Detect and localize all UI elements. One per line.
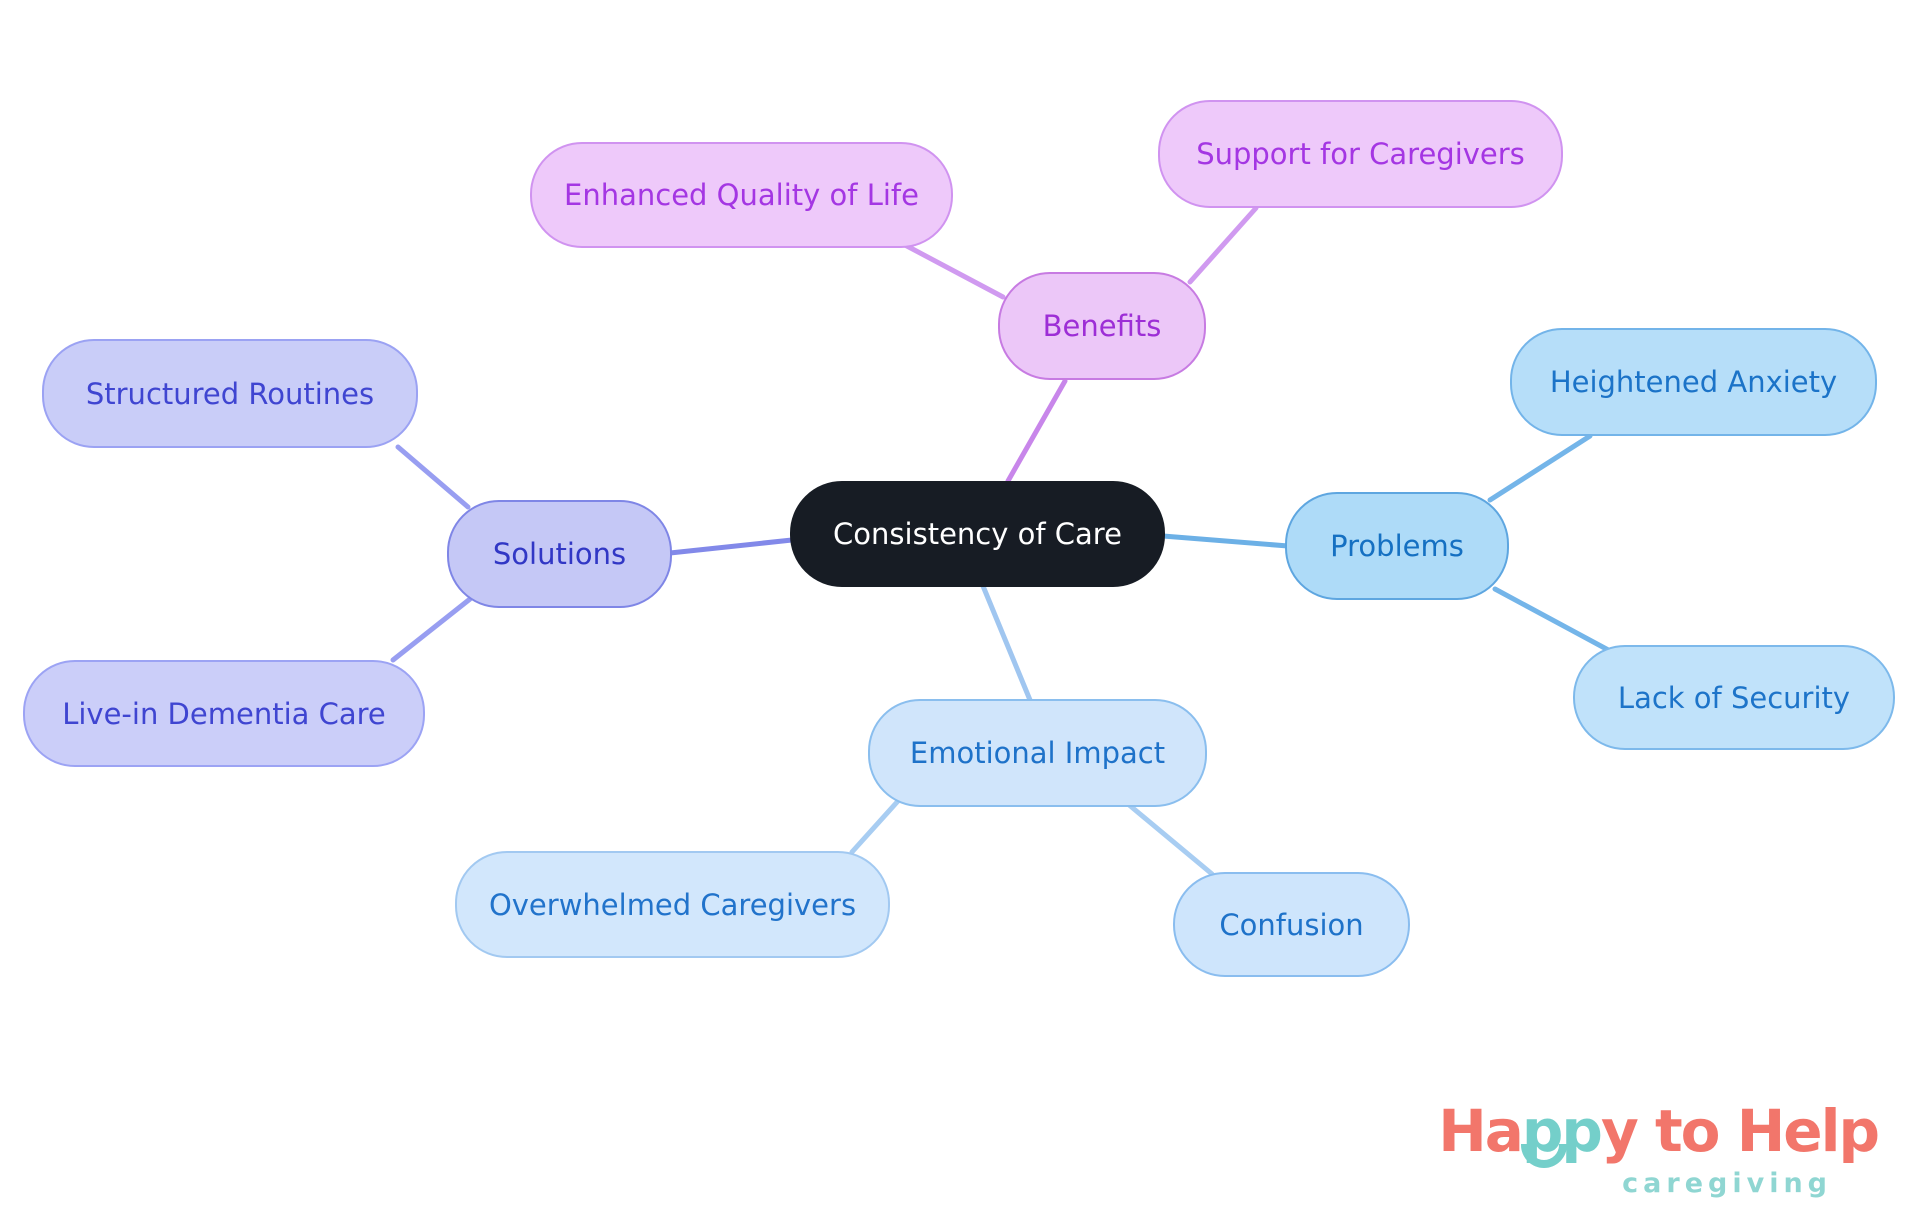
node-consistency-of-care: Consistency of Care [790, 481, 1165, 587]
edge-emotional-impact-confusion [1119, 796, 1215, 877]
edge-center-problems [1160, 533, 1291, 549]
node-lack-of-security: Lack of Security [1573, 645, 1895, 750]
edge-center-solutions [667, 537, 795, 556]
node-structured-routines: Structured Routines [42, 339, 418, 448]
edge-center-emotional-impact [980, 583, 1033, 703]
node-emotional-impact: Emotional Impact [868, 699, 1207, 807]
edge-problems-heightened-anxiety [1487, 433, 1593, 503]
edge-problems-lack-of-security [1492, 586, 1615, 655]
edge-center-benefits [1005, 378, 1068, 484]
node-support-for-caregivers: Support for Caregivers [1158, 100, 1563, 208]
edge-emotional-impact-overwhelmed-caregivers [849, 798, 901, 855]
node-overwhelmed-caregivers: Overwhelmed Caregivers [455, 851, 890, 958]
node-problems: Problems [1285, 492, 1509, 600]
edge-solutions-structured-routines [395, 444, 471, 510]
logo-word-pp: pp [1520, 1099, 1603, 1168]
edge-solutions-live-in-dementia-care [390, 596, 473, 663]
edge-benefits-enhanced-quality-of-life [902, 242, 1006, 300]
node-confusion: Confusion [1173, 872, 1410, 977]
logo-word-end: y to Help [1600, 1097, 1880, 1165]
node-solutions: Solutions [447, 500, 672, 608]
node-enhanced-quality-of-life: Enhanced Quality of Life [530, 142, 953, 248]
logo-word-start: Ha [1438, 1097, 1524, 1165]
node-live-in-dementia-care: Live-in Dementia Care [23, 660, 425, 767]
smile-icon [1520, 1144, 1567, 1168]
node-benefits: Benefits [998, 272, 1206, 380]
node-heightened-anxiety: Heightened Anxiety [1510, 328, 1877, 436]
edge-benefits-support-for-caregivers [1187, 205, 1259, 285]
logo-tagline: caregiving [1622, 1167, 1832, 1199]
